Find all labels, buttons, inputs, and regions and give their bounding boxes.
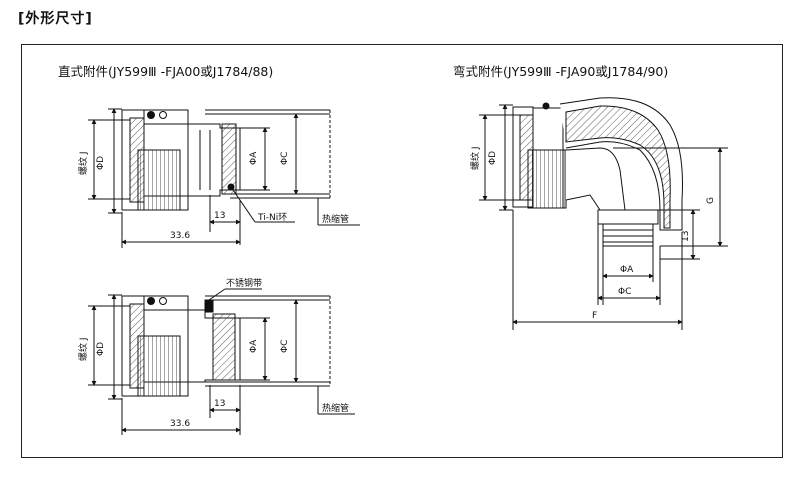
bottom-dim-33-6: 33.6 bbox=[170, 419, 190, 429]
bottom-heat-shrink-label: 热缩管 bbox=[322, 402, 349, 414]
bottom-phi-c-label: ΦC bbox=[280, 340, 290, 353]
elbow-fitting bbox=[479, 97, 728, 330]
elbow-f-label: F bbox=[592, 311, 597, 321]
straight-fitting-top bbox=[88, 108, 360, 248]
ti-ni-ring-label: Ti-Ni环 bbox=[257, 212, 287, 223]
top-dim-33-6: 33.6 bbox=[170, 231, 190, 241]
bottom-phi-d-label: ΦD bbox=[96, 342, 106, 356]
top-dim-13: 13 bbox=[214, 211, 225, 221]
stainless-band-label: 不锈钢带 bbox=[226, 277, 262, 289]
elbow-phi-c-label: ΦC bbox=[618, 287, 631, 297]
straight-fitting-title: 直式附件(JY599Ⅲ -FJA00或J1784/88) bbox=[58, 64, 274, 79]
elbow-phi-a-label: ΦA bbox=[620, 265, 634, 275]
straight-fitting-bottom bbox=[88, 288, 355, 435]
top-heat-shrink-label: 热缩管 bbox=[322, 213, 349, 225]
bottom-dim-13: 13 bbox=[214, 399, 225, 409]
elbow-fitting-title: 弯式附件(JY599Ⅲ -FJA90或J1784/90) bbox=[453, 64, 669, 79]
heat-shrink-tube-bottom bbox=[205, 295, 331, 387]
elbow-thread-j-label: 螺纹 J bbox=[469, 146, 481, 170]
top-phi-d-label: ΦD bbox=[96, 156, 106, 170]
heat-shrink-tube-top bbox=[205, 109, 331, 199]
top-thread-j-label: 螺纹 J bbox=[77, 151, 89, 175]
bottom-thread-j-label: 螺纹 J bbox=[77, 337, 89, 361]
top-phi-c-label: ΦC bbox=[280, 152, 290, 165]
drawing-frame bbox=[21, 44, 783, 458]
top-phi-a-label: ΦA bbox=[249, 151, 259, 165]
section-heading: [外形尺寸] bbox=[18, 11, 93, 27]
bottom-phi-a-label: ΦA bbox=[249, 339, 259, 353]
elbow-dim-13: 13 bbox=[681, 231, 691, 242]
elbow-phi-d-label: ΦD bbox=[488, 151, 498, 165]
elbow-g-label: G bbox=[706, 197, 716, 204]
